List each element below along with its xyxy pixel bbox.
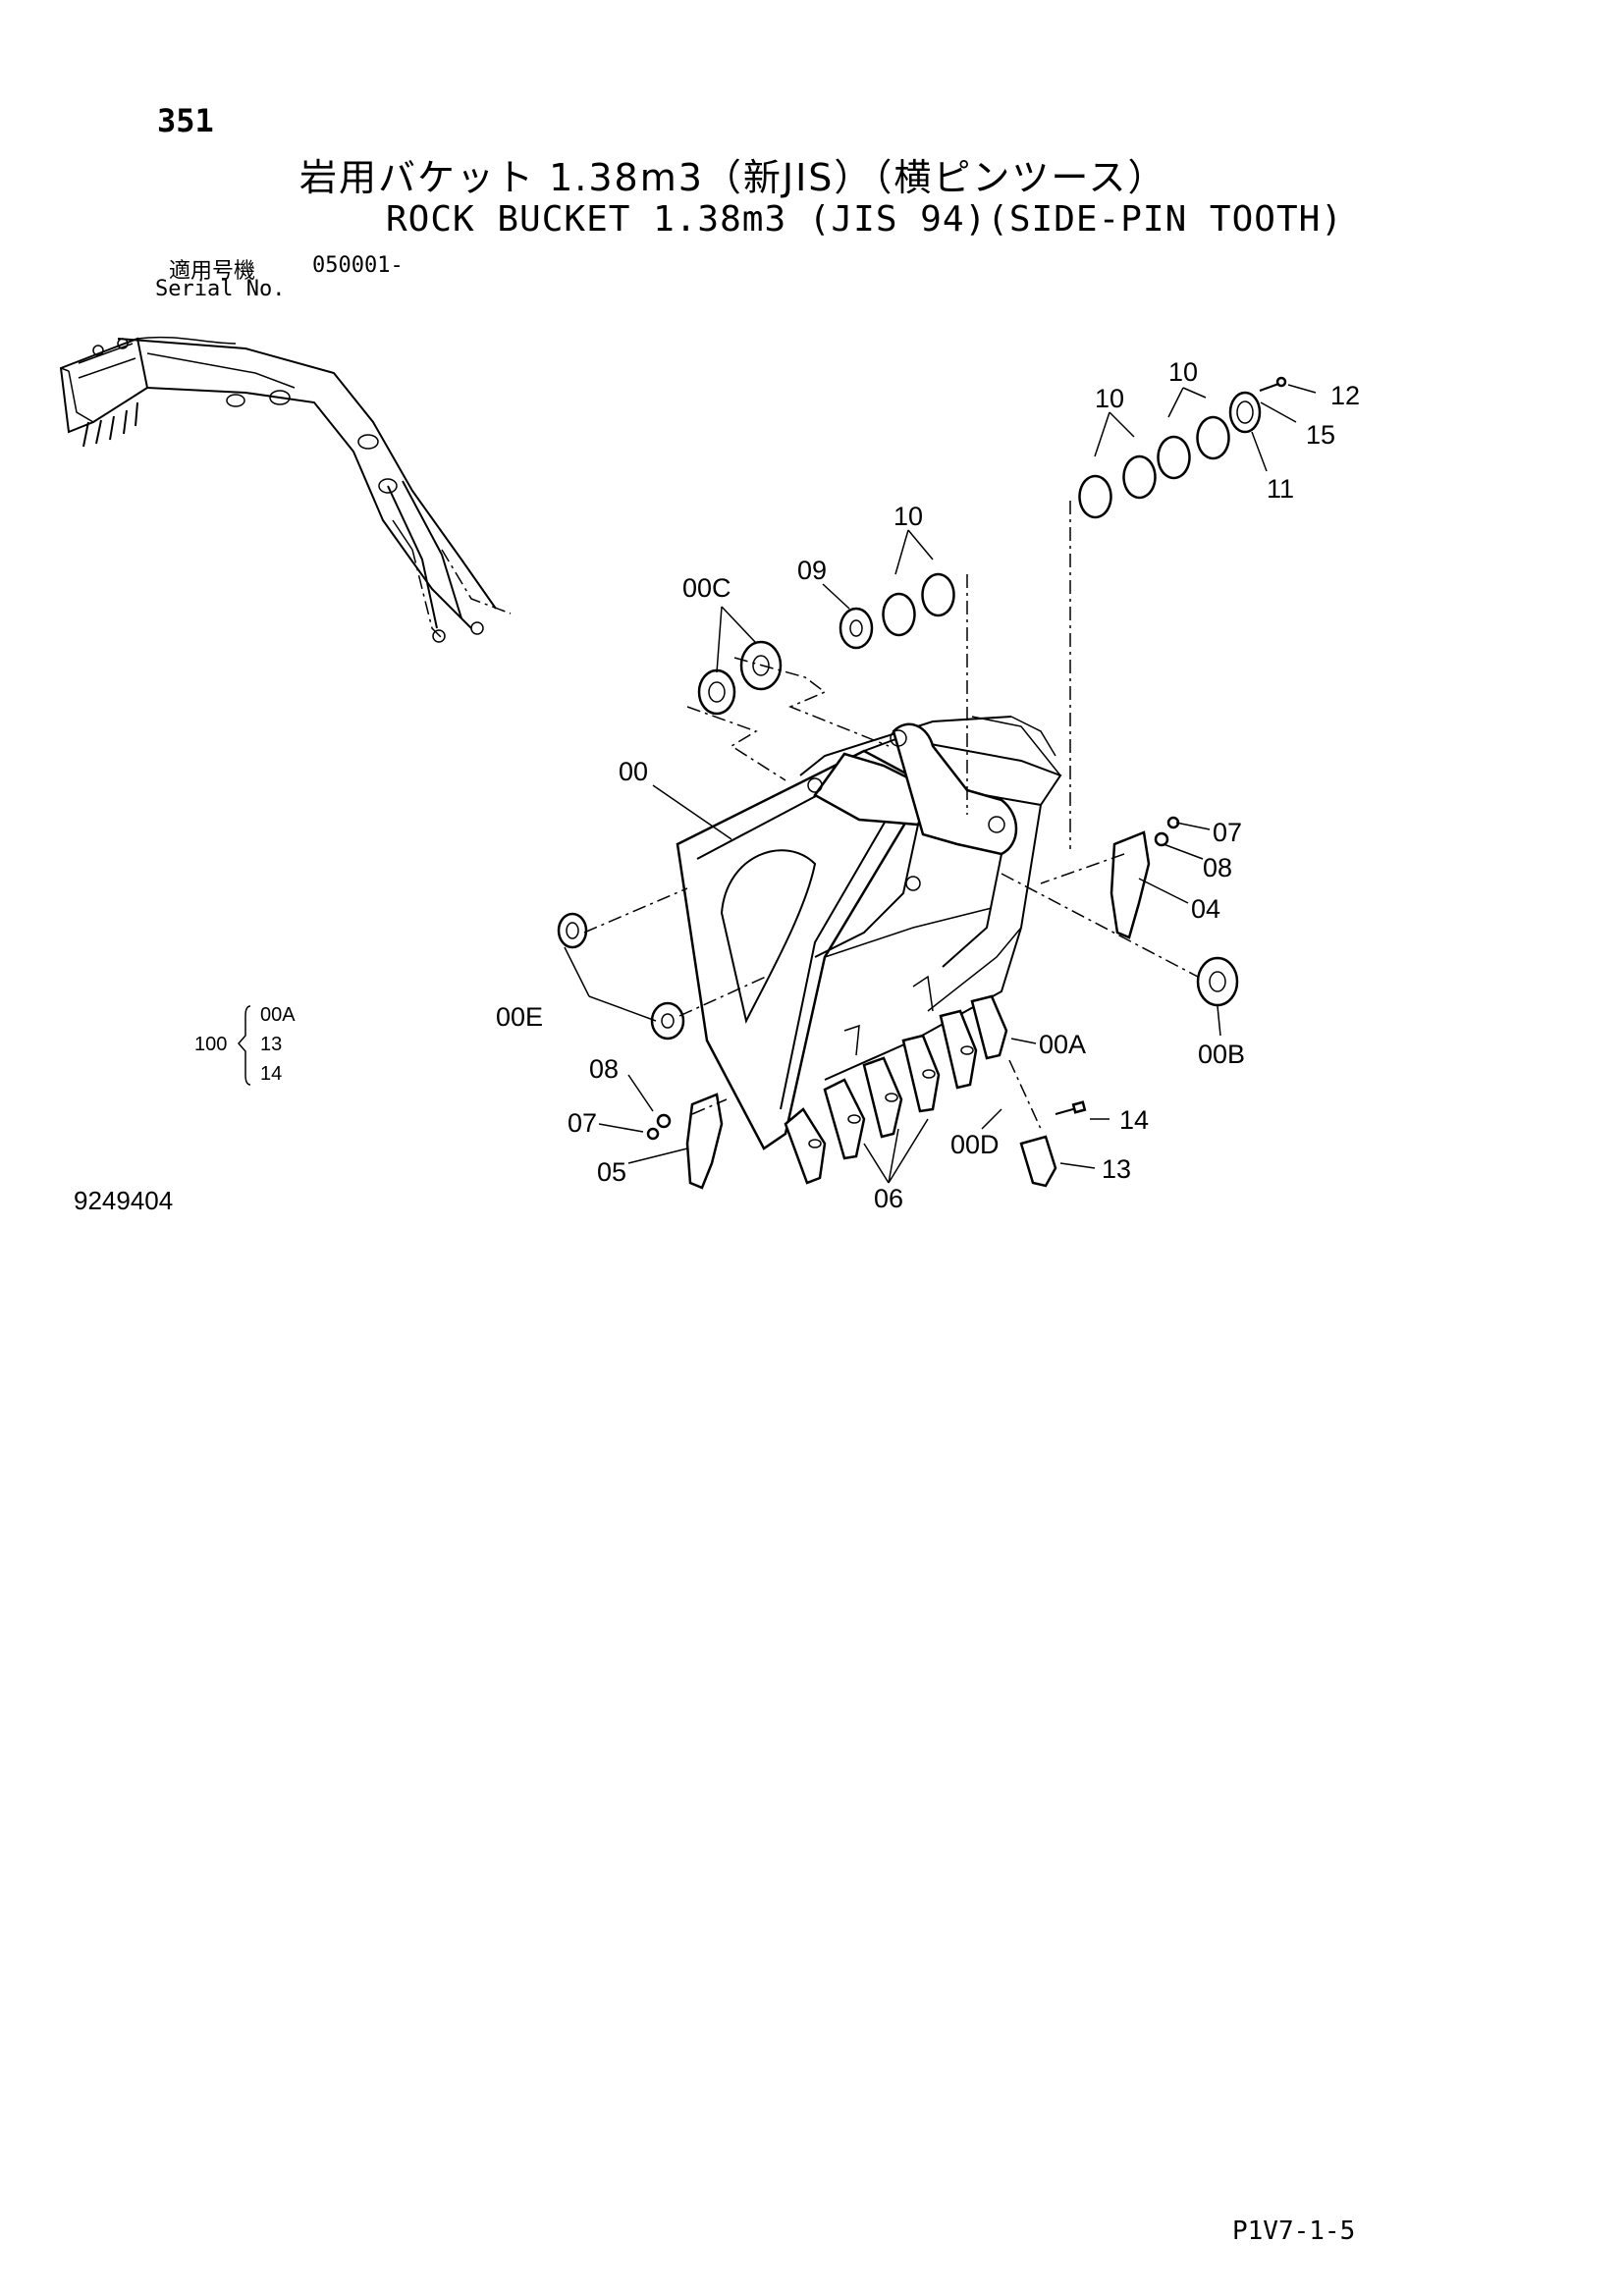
washer-08-left (656, 1113, 672, 1129)
callout-04: 04 (1191, 894, 1220, 924)
callout-10-left: 10 (1095, 384, 1124, 413)
callout-05: 05 (597, 1157, 626, 1187)
callout-00A: 00A (1039, 1030, 1086, 1059)
bucket-assembly (676, 716, 1062, 1185)
callout-10-center: 10 (893, 502, 923, 531)
kit-item-14: 14 (260, 1063, 282, 1085)
title-japanese: 岩用バケット 1.38m3（新JIS）（横ピンツース） (299, 156, 1167, 199)
callout-labels: 00 00C 09 10 10 10 12 15 11 07 08 04 00E… (496, 357, 1360, 1213)
shim-09 (839, 607, 874, 650)
page-code: P1V7-1-5 (1232, 2216, 1356, 2246)
serial-value: 050001- (312, 253, 404, 278)
tooth-13 (1019, 1135, 1057, 1188)
plate-11 (1228, 391, 1262, 434)
serial-label-japanese: 適用号機 (169, 259, 256, 284)
callout-10-right: 10 (1168, 357, 1198, 387)
assembly-lines (583, 501, 1199, 1130)
callout-00B: 00B (1198, 1040, 1245, 1069)
side-cutter-05 (685, 1093, 724, 1190)
serial-label-english: Serial No. (155, 277, 286, 301)
callout-07-left: 07 (568, 1108, 597, 1138)
kit-item-00A: 00A (260, 1004, 296, 1026)
callout-06: 06 (874, 1184, 903, 1213)
shims-10-upper (1078, 415, 1230, 519)
kit-number: 100 (194, 1034, 227, 1055)
shims-10-center (882, 572, 955, 637)
bushing-00C (697, 640, 783, 716)
callout-12: 12 (1330, 381, 1360, 410)
bushing-00B (1196, 956, 1239, 1007)
callout-14: 14 (1119, 1105, 1149, 1135)
callout-00E: 00E (496, 1002, 543, 1032)
diagram-id: 9249404 (74, 1186, 174, 1215)
callout-09: 09 (797, 556, 827, 585)
washer-08-right (1154, 831, 1169, 847)
callout-08-left: 08 (589, 1054, 619, 1084)
callout-00C: 00C (682, 573, 731, 603)
bushing-00E (557, 912, 685, 1041)
callout-08-right: 08 (1203, 853, 1232, 882)
callout-00D: 00D (950, 1130, 1000, 1159)
callout-13: 13 (1102, 1154, 1131, 1184)
bucket-teeth (784, 975, 1008, 1185)
side-cutter-04 (1110, 830, 1151, 939)
kit-item-13: 13 (260, 1034, 282, 1055)
leader-lines (564, 384, 1317, 1184)
callout-07-right: 07 (1213, 818, 1242, 847)
nut-07-left (646, 1127, 660, 1141)
page-number: 351 (157, 102, 214, 139)
callout-00: 00 (619, 757, 648, 786)
kit-100-bracket: 100 00A 13 14 (194, 1004, 296, 1086)
callout-11: 11 (1267, 474, 1294, 504)
title-english: ROCK BUCKET 1.38m3 (JIS 94)(SIDE-PIN TOO… (386, 199, 1343, 240)
excavator-arm-thumbnail (59, 336, 512, 643)
callout-15: 15 (1306, 420, 1335, 450)
